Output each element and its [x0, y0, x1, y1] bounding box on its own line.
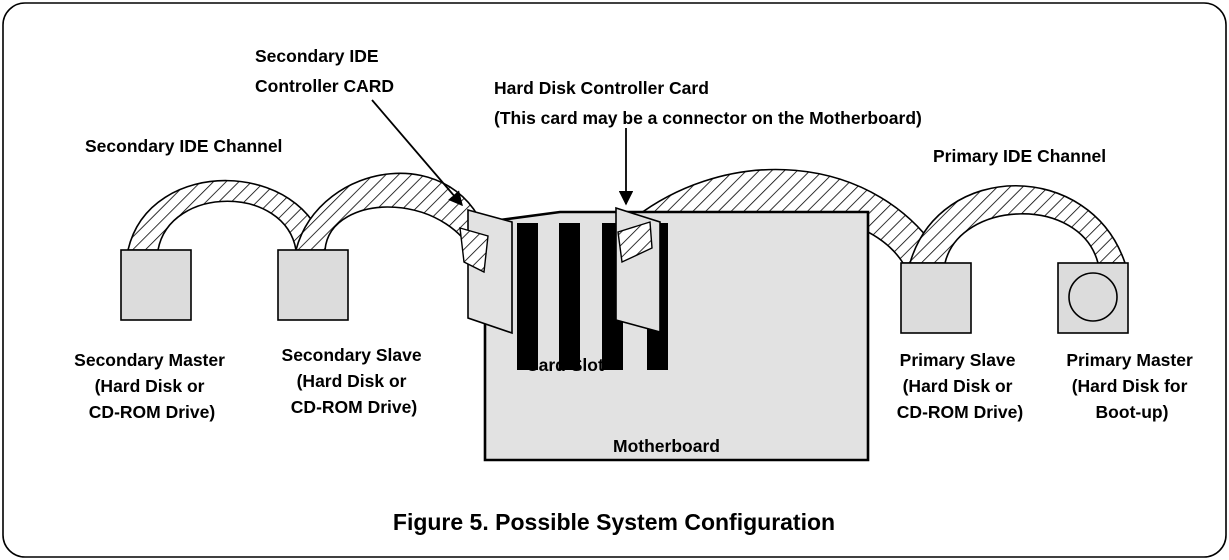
secondary-card-connector: [459, 227, 489, 274]
boot-disk-icon: [1068, 272, 1118, 322]
motherboard: [483, 210, 870, 462]
primary-slave-label: Primary Slave (Hard Disk or CD-ROM Drive…: [897, 350, 1023, 422]
card-slot-label: Card Slot: [526, 355, 604, 375]
primary-slave-drive: [900, 262, 972, 334]
primary-card-connector: [617, 221, 653, 264]
secondary-ide-controller-card: [467, 208, 513, 335]
secondary-ide-channel-label: Secondary IDE Channel: [85, 136, 282, 156]
secondary-card-arrow: [371, 99, 463, 207]
hard-disk-controller-label: Hard Disk Controller Card (This card may…: [494, 78, 922, 128]
card-slot-2: [559, 223, 580, 370]
primary-master-label: Primary Master (Hard Disk for Boot-up): [1066, 350, 1197, 422]
card-slot-1: [517, 223, 538, 370]
primary-ide-channel-label: Primary IDE Channel: [933, 146, 1106, 166]
secondary-master-label: Secondary Master (Hard Disk or CD-ROM Dr…: [74, 350, 230, 422]
secondary-slave-label: Secondary Slave (Hard Disk or CD-ROM Dri…: [282, 345, 427, 417]
secondary-master-drive: [120, 249, 192, 321]
secondary-slave-drive: [277, 249, 349, 321]
secondary-ide-controller-label: Secondary IDE Controller CARD: [255, 46, 394, 96]
motherboard-label: Motherboard: [613, 436, 720, 456]
figure-caption: Figure 5. Possible System Configuration: [393, 509, 835, 535]
